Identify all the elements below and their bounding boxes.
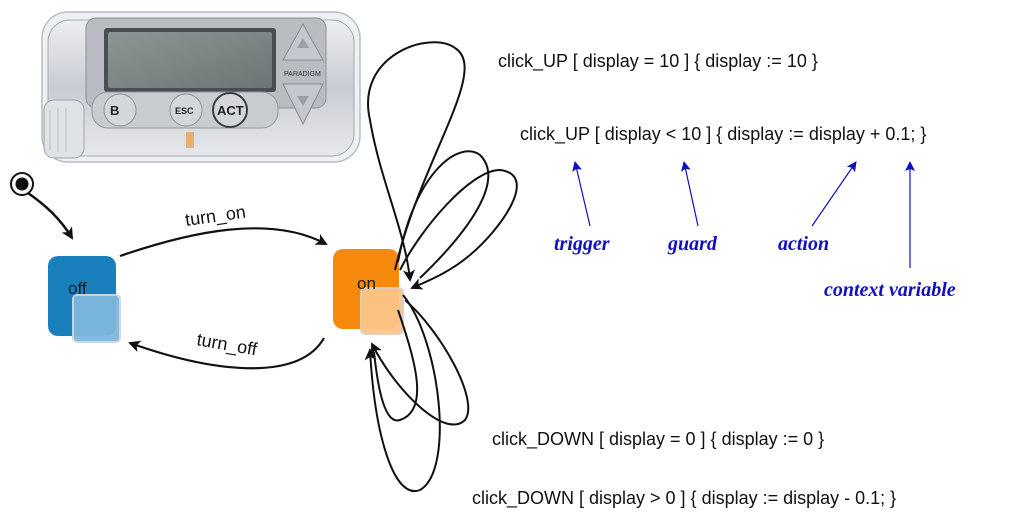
brand-label: PARADIGM [284,71,321,78]
trigger-annotation: trigger [554,233,610,255]
state-off: off [48,256,121,343]
click-up-max-label: click_UP [ display = 10 ] { display := 1… [498,51,818,72]
guard-pointer [681,161,699,227]
svg-text:B: B [110,103,119,118]
state-on-label: on [357,274,376,293]
guard-annotation: guard [667,233,718,255]
initial-transition-arrow [27,191,74,240]
click-down-loop-min-arrow [371,299,470,426]
click-up-loop-max-arrow [367,41,466,282]
lcd-screen [108,32,272,88]
action-pointer [811,161,857,227]
turn-off-arrow [128,337,325,370]
click-down-min-label: click_DOWN [ display = 0 ] { display := … [492,429,824,450]
click-down-dec-label: click_DOWN [ display > 0 ] { display := … [472,488,896,509]
svg-text:ACT: ACT [217,103,244,118]
state-off-label: off [68,279,87,298]
action-annotation: action [778,233,829,255]
esc-button: ESC [169,93,203,127]
click-down-loop-dec-arrow [364,294,441,493]
act-button: ACT [212,92,248,128]
turn-on-label: turn_on [184,202,247,231]
click-up-loop-inner [397,150,490,279]
b-button: B [103,93,137,127]
click-up-inc-label: click_UP [ display < 10 ] { display := d… [520,124,926,145]
turn-on-arrow [119,227,328,258]
up-button [282,22,324,61]
trigger-pointer [572,161,591,227]
turn-off-label: turn_off [195,329,259,360]
insulin-pump-image: PARADIGM B ESC ACT [41,11,361,163]
click-up-loop-inc-arrow [399,168,518,290]
click-down-loop-inner [373,309,419,422]
down-button [282,83,324,126]
context-variable-annotation: context variable [824,279,956,301]
svg-text:ESC: ESC [175,106,194,116]
state-on: on [333,249,404,335]
initial-state-marker [10,172,34,196]
